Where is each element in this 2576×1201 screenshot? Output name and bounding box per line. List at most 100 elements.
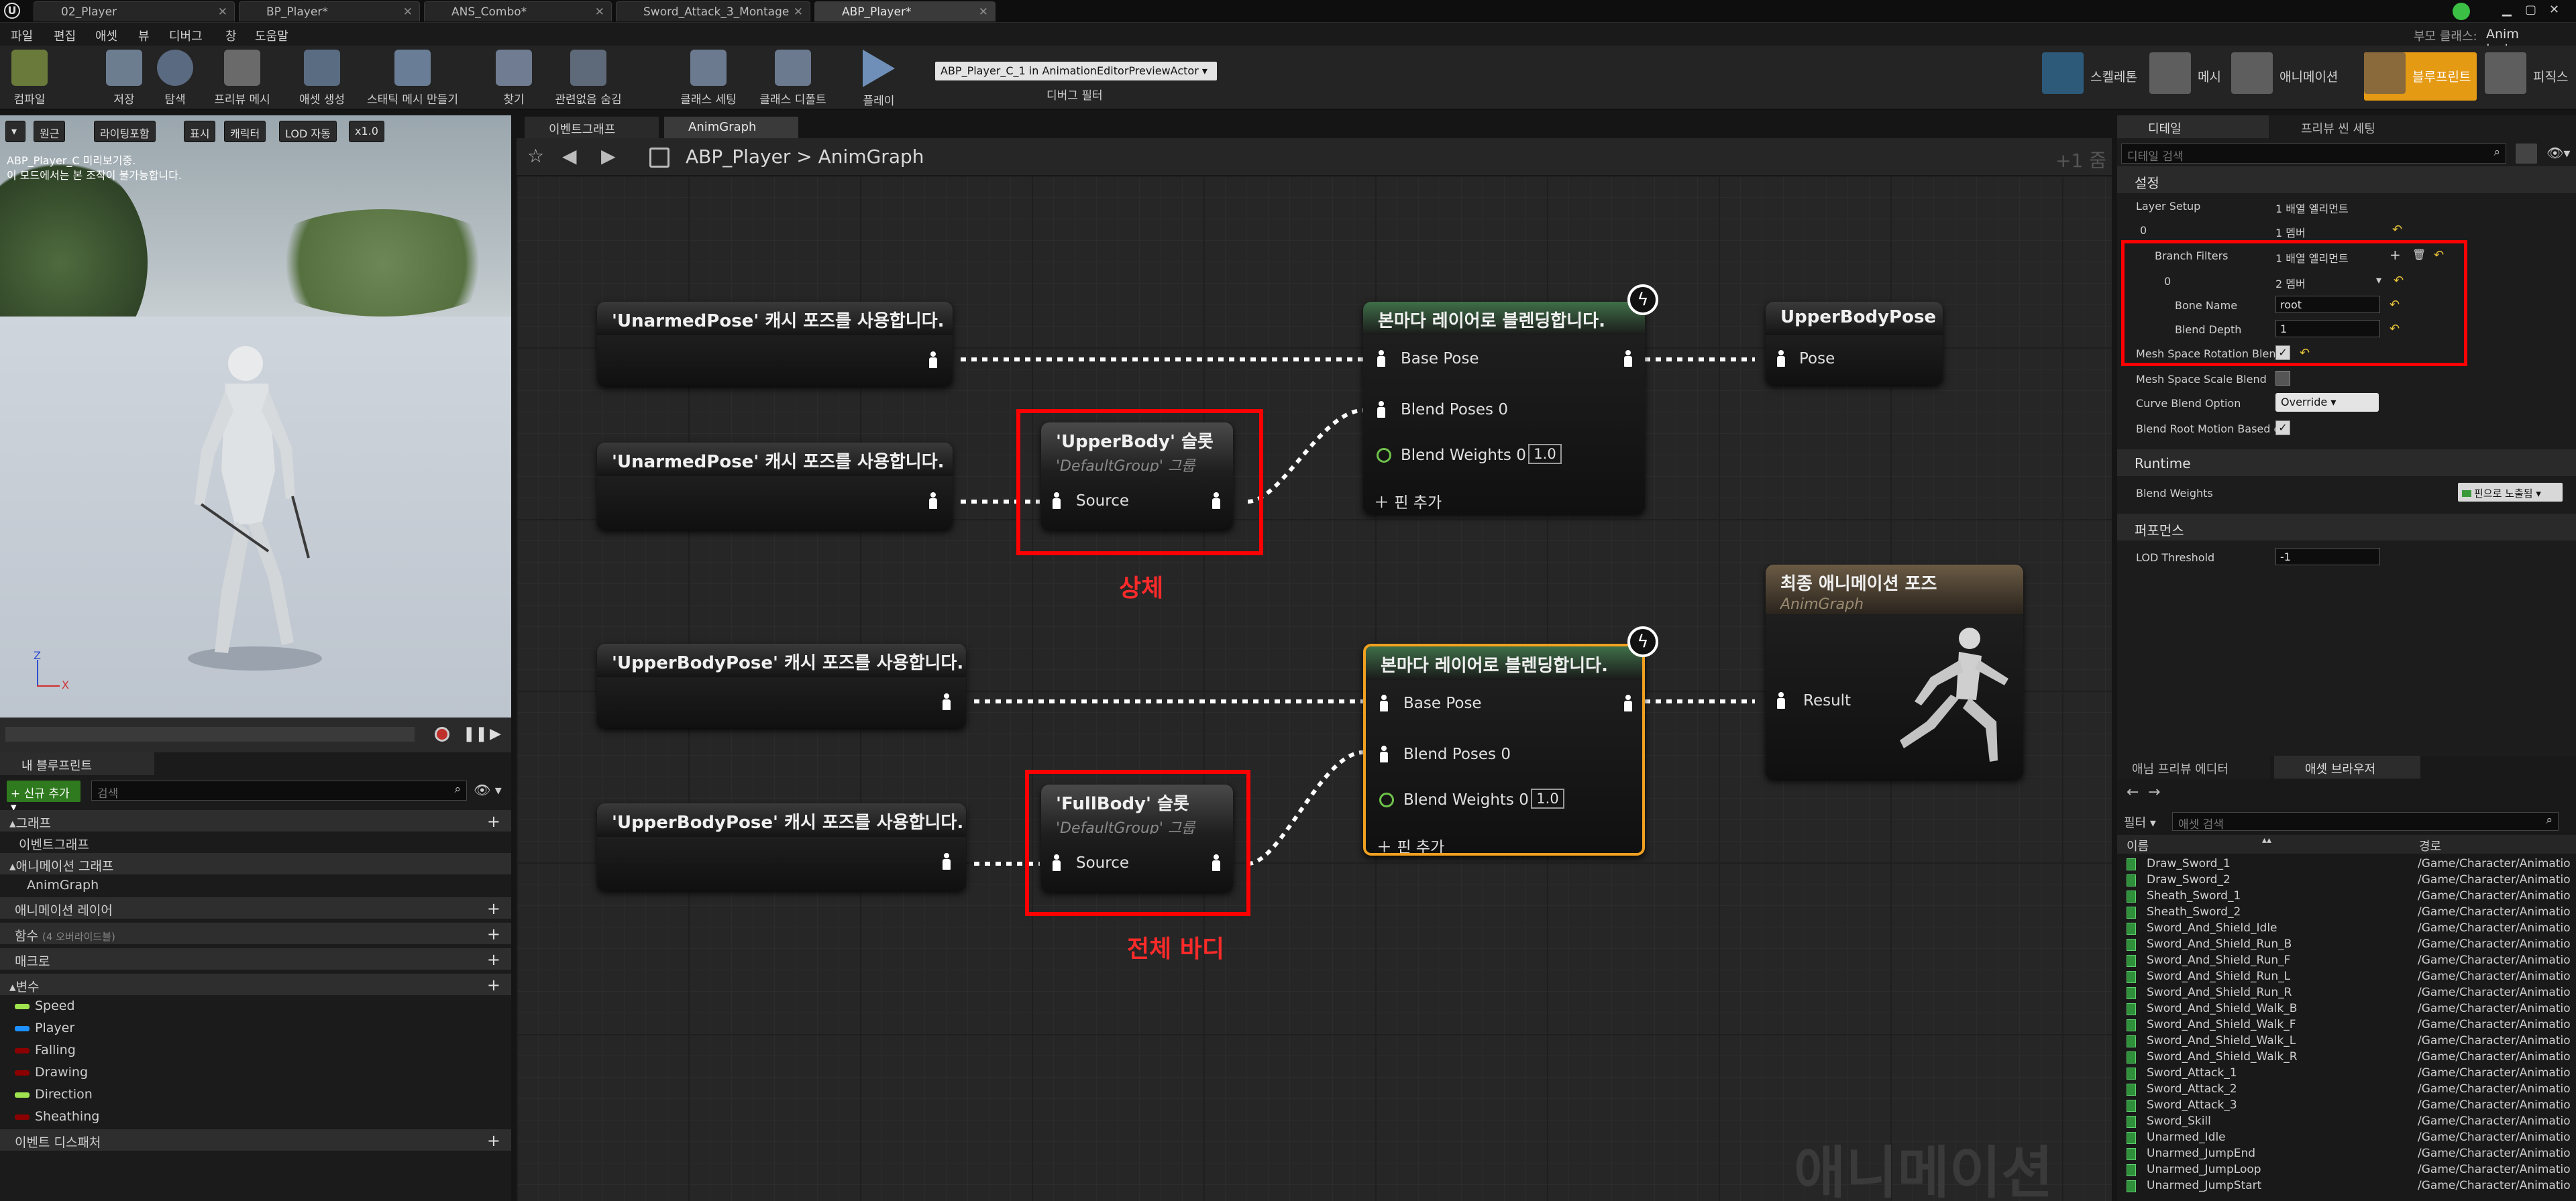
reset-arrow-icon[interactable]: ↶ xyxy=(2394,274,2404,288)
record-icon[interactable] xyxy=(435,727,449,742)
asset-row[interactable]: Sheath_Sword_2/Game/Character/Animatio xyxy=(2117,905,2576,921)
window-maximize-icon[interactable]: ▢ xyxy=(2525,3,2537,17)
make-static-mesh-button[interactable]: 스태틱 메시 만들기 xyxy=(362,48,463,107)
menu-file[interactable]: 파일 xyxy=(11,30,34,44)
history-back-icon[interactable]: ← xyxy=(2127,784,2139,801)
blend-pose-output-pin[interactable] xyxy=(1623,695,1632,712)
save-cached-pose-node[interactable]: UpperBodyPose Pose xyxy=(1766,302,1943,385)
class-defaults-button[interactable]: 클래스 디폴트 xyxy=(753,48,833,107)
mode-physics[interactable]: 피직스 xyxy=(2485,52,2576,101)
doc-tab-abp-player[interactable]: ABP_Player*✕ xyxy=(814,1,996,21)
asset-row[interactable]: Unarmed_Idle/Game/Character/Animatio xyxy=(2117,1130,2576,1146)
tree-anim-layers[interactable]: 애니메이션 레이어+ xyxy=(0,897,511,919)
mode-animation[interactable]: 애니메이션 xyxy=(2231,52,2352,101)
slot-node-fullbody[interactable]: 'FullBody' 슬롯'DefaultGroup' 그룹 Source xyxy=(1041,785,1233,892)
lod-threshold-input[interactable]: -1 xyxy=(2275,548,2380,565)
menu-view[interactable]: 뷰 xyxy=(138,30,150,44)
blend-poses-input-pin[interactable] xyxy=(1377,401,1385,418)
add-pin-button[interactable]: ＋ 핀 추가 xyxy=(1377,839,1445,856)
save-button[interactable]: 저장 xyxy=(101,48,148,107)
bookmark-star-icon[interactable]: ☆ xyxy=(527,145,545,167)
add-graph-icon[interactable]: + xyxy=(486,812,500,831)
playback-speed-button[interactable]: x1.0 xyxy=(349,121,384,142)
menu-asset[interactable]: 애셋 xyxy=(95,30,118,44)
pose-output-pin[interactable] xyxy=(942,693,951,711)
menu-help[interactable]: 도움말 xyxy=(255,30,288,44)
asset-row[interactable]: Sword_And_Shield_Run_B/Game/Character/An… xyxy=(2117,937,2576,953)
layered-blend-node-2[interactable]: 본마다 레이어로 블렌딩합니다. Base Pose Blend Poses 0… xyxy=(1363,644,1645,856)
asset-row[interactable]: Draw_Sword_2/Game/Character/Animatio xyxy=(2117,872,2576,889)
blueprint-search-input[interactable]: 검색⌕ xyxy=(91,781,467,801)
column-path[interactable]: 경로 xyxy=(2419,840,2442,854)
show-button[interactable]: 표시 xyxy=(184,121,216,142)
slot-node-upperbody[interactable]: 'UpperBody' 슬롯'DefaultGroup' 그룹 Source xyxy=(1041,422,1233,530)
mode-skeleton[interactable]: 스켈레톤 xyxy=(2042,52,2149,101)
base-pose-input-pin[interactable] xyxy=(1379,695,1388,712)
find-button[interactable]: 찾기 xyxy=(487,48,541,107)
source-input-pin[interactable] xyxy=(1052,854,1061,872)
viewport-timeline[interactable]: ❚❚ ▶ xyxy=(0,718,511,752)
variable-speed[interactable]: Speed xyxy=(0,995,511,1017)
cache-pose-node-unarmed-2[interactable]: 'UnarmedPose' 캐시 포즈를 사용합니다. xyxy=(597,443,953,530)
preview-mesh-button[interactable]: 프리뷰 메시 xyxy=(205,48,279,107)
variable-player[interactable]: Player xyxy=(0,1017,511,1039)
mesh-space-rotation-checkbox[interactable]: ✓ xyxy=(2275,345,2290,360)
reset-arrow-icon[interactable]: ↶ xyxy=(2390,322,2400,336)
details-search-input[interactable]: 디테일 검색⌕ xyxy=(2121,144,2506,164)
blend-depth-input[interactable]: 1 xyxy=(2275,320,2380,337)
asset-row[interactable]: Sword_And_Shield_Idle/Game/Character/Ani… xyxy=(2117,921,2576,937)
cache-pose-node-upperbody-1[interactable]: 'UpperBodyPose' 캐시 포즈를 사용합니다. xyxy=(597,644,966,728)
pose-output-pin[interactable] xyxy=(1212,854,1220,872)
variable-drawing[interactable]: Drawing xyxy=(0,1062,511,1083)
cache-pose-node-upperbody-2[interactable]: 'UpperBodyPose' 캐시 포즈를 사용합니다. xyxy=(597,803,966,891)
add-macro-icon[interactable]: + xyxy=(486,950,500,969)
add-pin-button[interactable]: ＋ 핀 추가 xyxy=(1374,494,1442,512)
perspective-button[interactable]: 원근 xyxy=(34,121,66,142)
reset-arrow-icon[interactable]: ↶ xyxy=(2390,298,2400,312)
history-forward-icon[interactable]: → xyxy=(2148,784,2161,801)
tree-anim-graph-section[interactable]: ▴애니메이션 그래프 xyxy=(0,853,511,874)
compile-button[interactable]: 컴파일 xyxy=(3,48,56,107)
my-blueprint-tab[interactable]: 내 블루프린트 xyxy=(0,752,154,775)
add-element-icon[interactable]: + xyxy=(2390,247,2401,263)
window-minimize-icon[interactable]: ▁ xyxy=(2502,3,2512,17)
reset-arrow-icon[interactable]: ↶ xyxy=(2434,248,2445,262)
asset-row[interactable]: Sword_And_Shield_Walk_L/Game/Character/A… xyxy=(2117,1033,2576,1049)
blend-weights-input[interactable]: 1.0 xyxy=(1531,789,1564,809)
graph-canvas[interactable]: 'UnarmedPose' 캐시 포즈를 사용합니다. 'UnarmedPose… xyxy=(517,176,2112,1201)
doc-tab-sword-attack-montage[interactable]: Sword_Attack_3_Montage✕ xyxy=(616,1,810,21)
blend-root-motion-checkbox[interactable]: ✓ xyxy=(2275,420,2290,435)
view-options-icon[interactable]: 👁▾ xyxy=(2546,145,2571,161)
add-dispatcher-icon[interactable]: + xyxy=(486,1131,500,1150)
tree-anim-graph[interactable]: AnimGraph xyxy=(27,878,99,893)
tab-anim-graph[interactable]: AnimGraph xyxy=(664,117,798,138)
asset-row[interactable]: Unarmed_JumpEnd/Game/Character/Animatio xyxy=(2117,1146,2576,1162)
asset-row[interactable]: Sword_Attack_1/Game/Character/Animatio xyxy=(2117,1066,2576,1082)
result-input-pin[interactable] xyxy=(1776,692,1785,709)
section-runtime[interactable]: Runtime xyxy=(2117,449,2576,476)
forward-arrow-icon[interactable]: ▶ xyxy=(601,145,616,167)
blend-poses-input-pin[interactable] xyxy=(1379,746,1388,763)
anim-preview-editor-tab[interactable]: 애님 프리뷰 에디터 xyxy=(2117,756,2270,779)
column-name[interactable]: 이름 xyxy=(2127,840,2149,854)
browse-button[interactable]: 탐색 xyxy=(152,48,199,107)
pose-output-pin[interactable] xyxy=(942,853,951,870)
delete-icon[interactable]: 🗑 xyxy=(2412,248,2426,261)
asset-row[interactable]: Sheath_Sword_1/Game/Character/Animatio xyxy=(2117,889,2576,905)
doc-tab-bp-player[interactable]: BP_Player*✕ xyxy=(239,1,420,21)
doc-tab-ans-combo[interactable]: ANS_Combo*✕ xyxy=(424,1,612,21)
reset-arrow-icon[interactable]: ↶ xyxy=(2392,223,2403,237)
add-variable-icon[interactable]: + xyxy=(486,976,500,994)
pose-output-pin[interactable] xyxy=(928,351,937,369)
character-button[interactable]: 캐릭터 xyxy=(224,121,266,142)
menu-window[interactable]: 창 xyxy=(225,30,237,44)
next-frame-icon[interactable]: ▶ xyxy=(490,726,501,742)
blend-weights-pin[interactable] xyxy=(1379,793,1394,807)
hide-unrelated-button[interactable]: 관련없음 숨김 xyxy=(545,48,632,107)
doc-tab-02-player[interactable]: 02_Player✕ xyxy=(34,1,235,21)
asset-row[interactable]: Sword_And_Shield_Run_L/Game/Character/An… xyxy=(2117,969,2576,985)
tree-event-dispatchers[interactable]: 이벤트 디스패처+ xyxy=(0,1129,511,1151)
add-new-button[interactable]: + 신규 추가 ▾ xyxy=(7,781,80,814)
filter-button[interactable]: 필터 ▾ xyxy=(2124,816,2156,830)
asset-row[interactable]: Sword_And_Shield_Run_R/Game/Character/An… xyxy=(2117,985,2576,1001)
